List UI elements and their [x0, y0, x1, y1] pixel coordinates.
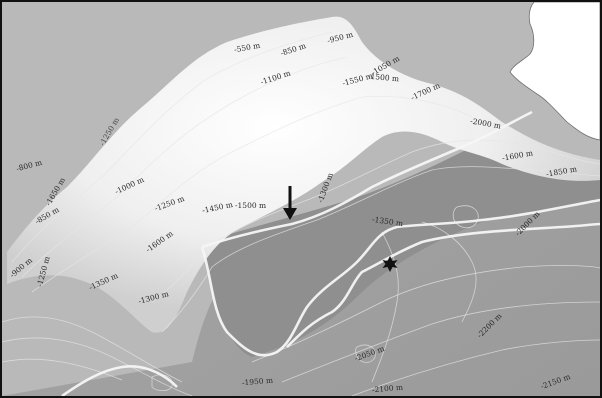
shallow-shelf [7, 16, 600, 333]
star-burst-icon [382, 256, 398, 272]
land-mass [509, 2, 600, 141]
contour-lines [2, 31, 600, 396]
central-trough [202, 138, 600, 357]
down-arrow-icon [283, 186, 297, 220]
major-contours [61, 110, 600, 396]
depth-label: -1500 m [235, 201, 267, 210]
